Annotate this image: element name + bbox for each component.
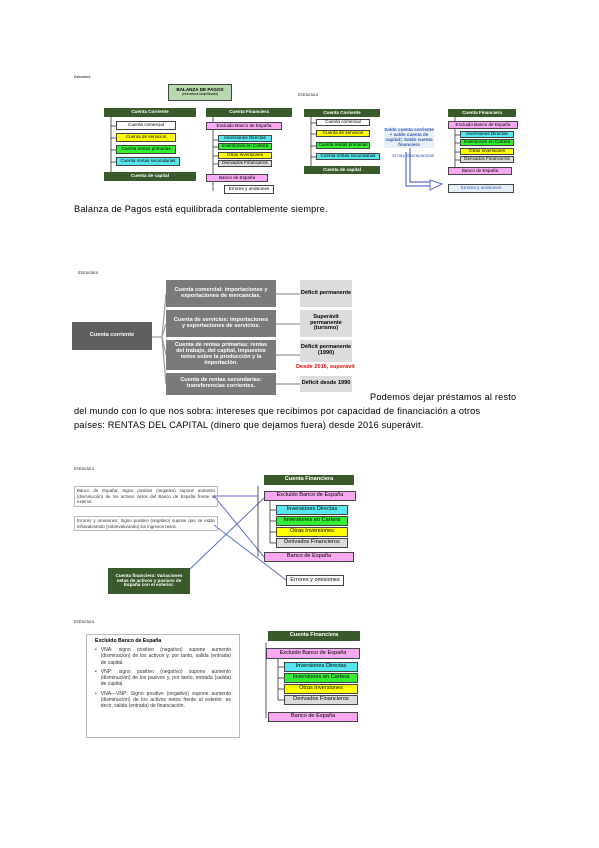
row-comercial-label: Cuenta comercial: importaciones y export… [166,280,276,307]
bullet-item: • VNA: signo positivo (negativo) supone … [95,647,231,666]
r-cuenta-servicios-box: Cuenta de servicios [316,130,370,137]
paragraph-prestamos-line1: Podemos dejar préstamos al resto [370,392,517,402]
s3-otras-inv-box: Otras Inversiones [276,527,348,537]
paragraph-prestamos-line2: del mundo con lo que nos sobra: interese… [74,406,481,416]
r-cuenta-corriente-box: Cuenta Corriente [304,109,380,117]
r-errores-box: Errores y omisiones [448,184,514,193]
banner-subtitle: (estructura simplificada) [182,92,218,97]
r-cuenta-financiera-box: Cuenta Financiera [448,109,516,117]
bullet-dot: • [95,690,97,697]
bullet-text: VNA—VNP: Signo positivo (negativo) supon… [100,690,231,710]
bullet-item: • VNP: signo positivo (negativo) supone … [95,669,231,688]
section3-title: Estructura [74,466,95,471]
s3-inv-directas-box: Inversiones Directas [276,505,348,515]
rentas-secundarias-box: Cuenta rentas secundarias [116,157,180,166]
card-title: Excluido Banco de España [95,638,162,644]
s4-inv-cartera-box: Inversiones en Cartera [284,673,358,683]
errores-box: Errores y omisiones [224,185,274,194]
excluido-box: Excluido Banco de España [206,122,282,130]
note-banco-espana: Banco de España: Signo positivo (negativ… [74,486,218,507]
s3-inv-cartera-box: Inversiones en Cartera [276,516,348,526]
cuenta-corriente-root: Cuenta corriente [72,322,152,350]
note-cuenta-financiera: Cuenta financiera: Variaciones netas de … [108,568,190,594]
bullets-card: Excluido Banco de España • VNA: signo po… [86,634,240,738]
bullet-dot: • [95,647,97,653]
r-cuenta-comercial-box: Cuenta comercial [316,119,370,126]
cuenta-capital-box: Cuenta de capital [104,172,196,181]
row-servicios-label: Cuenta de servicios: importaciones y exp… [166,310,276,337]
row-comercial-result: Déficit permanente [300,280,352,307]
s4-otras-inv-box: Otras Inversiones [284,684,358,694]
bullet-text: VNP: signo positivo (negativo) supone au… [100,668,231,688]
s4-inv-directas-box: Inversiones Directas [284,662,358,672]
r-derivados-box: Derivados Financieros [460,156,514,163]
s3-cuenta-financiera-box: Cuenta Financiera [264,475,354,485]
r-inv-cartera-box: Inversiones en Cartera [460,139,514,146]
s3-excluido-box: Excluido Banco de España [264,491,356,501]
row-secundarias-result: Déficit desde 1990 [300,376,352,392]
s3-derivados-box: Derivados Financieros [276,538,348,548]
section4-title: Estructura [74,619,95,624]
s3-banco-espana-box: Banco de España [264,552,354,562]
section2-title: Estructura [78,270,99,275]
s3-errores-box: Errores y omisiones [286,575,344,586]
r-rentas-primarias-box: Cuenta rentas primarias [316,142,370,149]
s4-cuenta-financiera-box: Cuenta Financiera [268,631,360,641]
derivados-box: Derivados Financieros [218,160,272,167]
inv-cartera-box: Inversiones en Cartera [218,143,272,150]
bullet-dot: • [95,668,97,675]
r-excluido-box: Excluido Banco de España [448,121,518,129]
right-title: Estructura [298,92,319,97]
cuenta-corriente-box: Cuenta Corriente [104,108,196,117]
cuenta-comercial-box: Cuenta comercial [116,121,176,130]
r-otras-inv-box: Otras Inversiones [460,148,514,155]
cuenta-servicios-box: Cuenta de servicios [116,133,176,142]
small-title: Estructura [74,75,91,79]
discrepancias-text: Si hay discrepancias [392,153,435,158]
bullet-item: • VNA—VNP: Signo positivo (negativo) sup… [95,691,231,710]
s4-derivados-box: Derivados Financieros [284,695,358,705]
banco-espana-box: Banco de España [206,174,268,182]
paragraph-prestamos-line3: países: RENTAS DEL CAPITAL (dinero que d… [74,420,424,430]
cuenta-financiera-box: Cuenta Financiera [206,108,292,117]
s4-banco-espana-box: Banco de España [268,712,358,722]
row-secundarias-label: Cuenta de rentas secundarias: transferen… [166,373,276,395]
saldo-box: Saldo cuenta corriente + saldo cuenta de… [384,127,434,148]
paragraph-balanza: Balanza de Pagos está equilibrada contab… [74,204,328,214]
rentas-primarias-box: Cuenta rentas primarias [116,145,176,154]
balanza-banner: BALANZA DE PAGOS (estructura simplificad… [168,84,232,101]
row-primarias-label: Cuenta de rentas primarias: rentas del t… [166,340,276,370]
r-banco-espana-box: Banco de España [448,167,512,175]
row-primarias-extra: Desde 2016, superávit [296,364,355,370]
s4-excluido-box: Excluido Banco de España [266,648,360,659]
row-servicios-result: Superávit permanente (turismo) [300,310,352,337]
bullet-text: VNA: signo positivo (negativo) supone au… [100,647,231,666]
note-errores: Errores y omisiones: Signo positivo (neg… [74,516,218,531]
r-inv-directas-box: Inversiones Directas [460,131,514,138]
banner-title: BALANZA DE PAGOS [176,87,224,93]
row-primarias-result: Déficit permanente (1990) [300,340,352,362]
r-cuenta-capital-box: Cuenta de capital [304,166,380,174]
r-rentas-secundarias-box: Cuenta rentas secundarias [316,153,380,160]
inv-directas-box: Inversiones Directas [218,135,272,142]
otras-inv-box: Otras Inversiones [218,152,272,159]
